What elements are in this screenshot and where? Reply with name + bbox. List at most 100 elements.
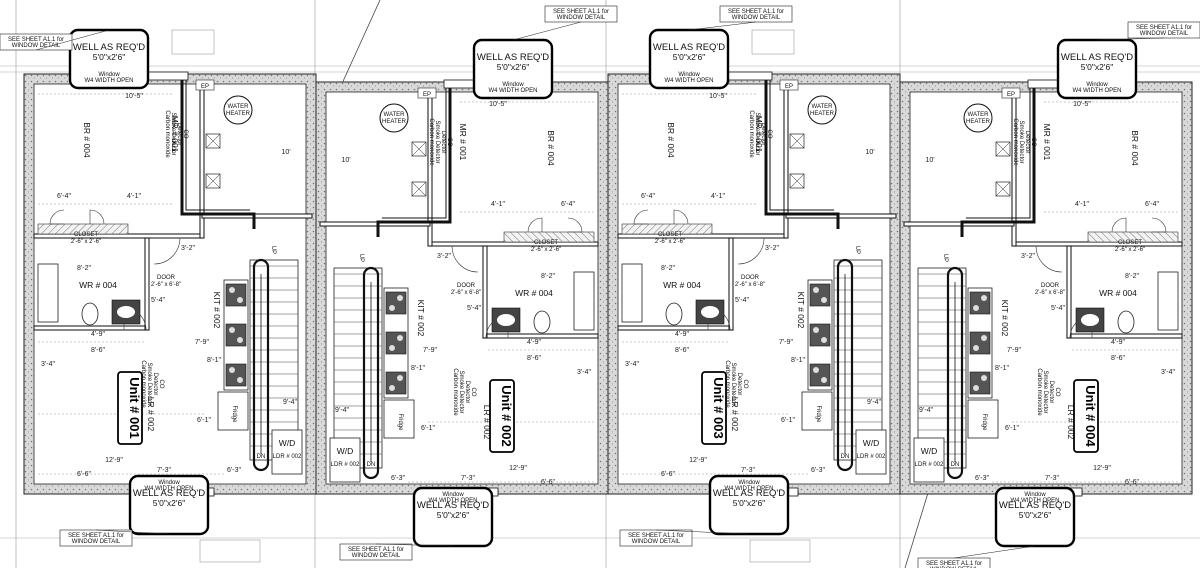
door-size-label: 2'-6" x 6'-8" [1035, 290, 1065, 296]
dimension-label-line: 8'-1" [995, 365, 1009, 372]
leader-line [688, 21, 757, 31]
leader-line [375, 543, 454, 547]
well-label: WELL AS REQ'D [477, 52, 549, 63]
dimension-label: 10' [925, 157, 934, 164]
closet-size-label: 2'-6" x 2'-6" [71, 239, 101, 245]
stair [917, 266, 967, 480]
interior-wall [33, 233, 203, 239]
room-label-lr-line: LR # 002 [730, 397, 740, 432]
dimension-label-line: 6'-6" [77, 471, 91, 478]
stair-up-label: UP [854, 246, 860, 254]
window-label: Window [1086, 82, 1108, 88]
water-heater-icon [379, 103, 409, 133]
water-heater-icon [963, 103, 993, 133]
unit-badge [117, 371, 143, 445]
dimension-label-line: 8'-1" [411, 365, 425, 372]
window-detail-note-line: WINDOW DETAIL [12, 43, 61, 49]
dimension-label: 7'-9" [195, 339, 209, 346]
dimension-label-line: 6'-4" [561, 201, 575, 208]
well-label: WELL AS REQ'D [653, 42, 725, 53]
burner-icon [397, 375, 403, 381]
stair-rail [252, 258, 270, 472]
stair-up-label-line: UP [942, 254, 948, 262]
stove-icon [969, 291, 991, 315]
stove-icon [809, 323, 831, 347]
dimension-label-line: 8'-6" [527, 355, 541, 362]
sink-icon [117, 306, 135, 318]
stove-icon [225, 283, 247, 307]
water-heater-label-line: WATER [228, 104, 250, 110]
detector-note-line: Smoke Detector [170, 112, 176, 155]
dimension-label: 12'-9" [1093, 465, 1111, 472]
interior-wall [728, 237, 734, 331]
dimension-label: 7'-9" [423, 347, 437, 354]
dimension-label-line: 12'-9" [105, 457, 123, 464]
closet-shelf [621, 223, 713, 235]
window-label: Window [678, 72, 700, 78]
door-size-label-line: 2'-6" x 6'-8" [151, 282, 181, 288]
stair-up-label-line: UP [854, 246, 860, 254]
dimension-label: 3'-4" [625, 361, 639, 368]
burner-icon [981, 335, 987, 341]
detector-note-line: Smoke Detector [754, 112, 760, 155]
room-label-wr: WR # 004 [1099, 288, 1137, 298]
stair-outline [333, 267, 383, 469]
room-label-br: BR # 004 [1130, 130, 1140, 166]
closet-label-line: CLOSET [534, 240, 558, 246]
wd-label: W/D [921, 446, 938, 456]
stair-outline [249, 259, 299, 461]
detector-note-line: Smoke Detector [730, 362, 736, 405]
door-size-label: 2'-6" x 6'-8" [451, 290, 481, 296]
window-spec-label: W4 WIDTH OPEN [725, 486, 774, 492]
dimension-label: 6'-6" [661, 471, 675, 478]
stair-up-label-line: UP [270, 246, 276, 254]
door-label-line: DOOR [457, 283, 476, 289]
detector-note-line: Carbon monoxide [164, 110, 170, 158]
room-label-kit: KIT # 002 [212, 292, 222, 329]
dimension-label-line: 6'-1" [781, 417, 795, 424]
stair-dn-label: DN [367, 462, 376, 468]
dimension-label-line: 8'-2" [77, 265, 91, 272]
closet-size-label: 2'-6" x 2'-6" [1115, 247, 1145, 253]
well-size-label: 5'0"x2'6" [153, 498, 185, 508]
well-label-line: WELL AS REQ'D [999, 500, 1071, 511]
window-detail-note-line: WINDOW DETAIL [1140, 31, 1189, 37]
washer-dryer-icon [271, 429, 303, 475]
dimension-label-line: 9'-4" [283, 399, 297, 406]
burner-icon [973, 385, 979, 391]
dimension-label-line: 3'-4" [625, 361, 639, 368]
window-label: Window [442, 492, 464, 498]
dimension-label: 6'-3" [391, 475, 405, 482]
water-heater-label-line: WATER [384, 112, 406, 118]
door-size-label: 2'-6" x 6'-8" [735, 282, 765, 288]
window-detail-note-line: SEE SHEET A1.1 for [926, 561, 982, 567]
dimension-label: 9'-4" [919, 407, 933, 414]
closet-shelf [37, 223, 129, 235]
duct-chase-inner [185, 76, 250, 211]
detector-note-line: Smoke Detector [434, 120, 440, 163]
door-label: DOOR [157, 275, 176, 281]
dimension-label: 5'-4" [735, 297, 749, 304]
dimension-label: 10'-5" [709, 93, 727, 100]
stove-icon [809, 363, 831, 387]
dimension-label-line: 9'-4" [867, 399, 881, 406]
dimension-label-line: 6'-3" [975, 475, 989, 482]
fridge-icon [217, 391, 249, 431]
laundry-label: LDR # 002 [857, 454, 886, 460]
dimension-label: 8'-2" [541, 273, 555, 280]
dimension-label: 10' [341, 157, 350, 164]
dimension-label: 5'-4" [1051, 305, 1065, 312]
sink-icon [701, 306, 719, 318]
detector-note-line: Smoke Detector [458, 370, 464, 413]
panel-cross [995, 141, 1011, 157]
ep-box [417, 87, 437, 99]
detector-note-line: CO [470, 388, 476, 397]
dimension-label-line: 6'-4" [1145, 201, 1159, 208]
stair-up-label: UP [270, 246, 276, 254]
well-label: WELL AS REQ'D [133, 488, 205, 499]
dimension-label: 7'-3" [741, 467, 755, 474]
